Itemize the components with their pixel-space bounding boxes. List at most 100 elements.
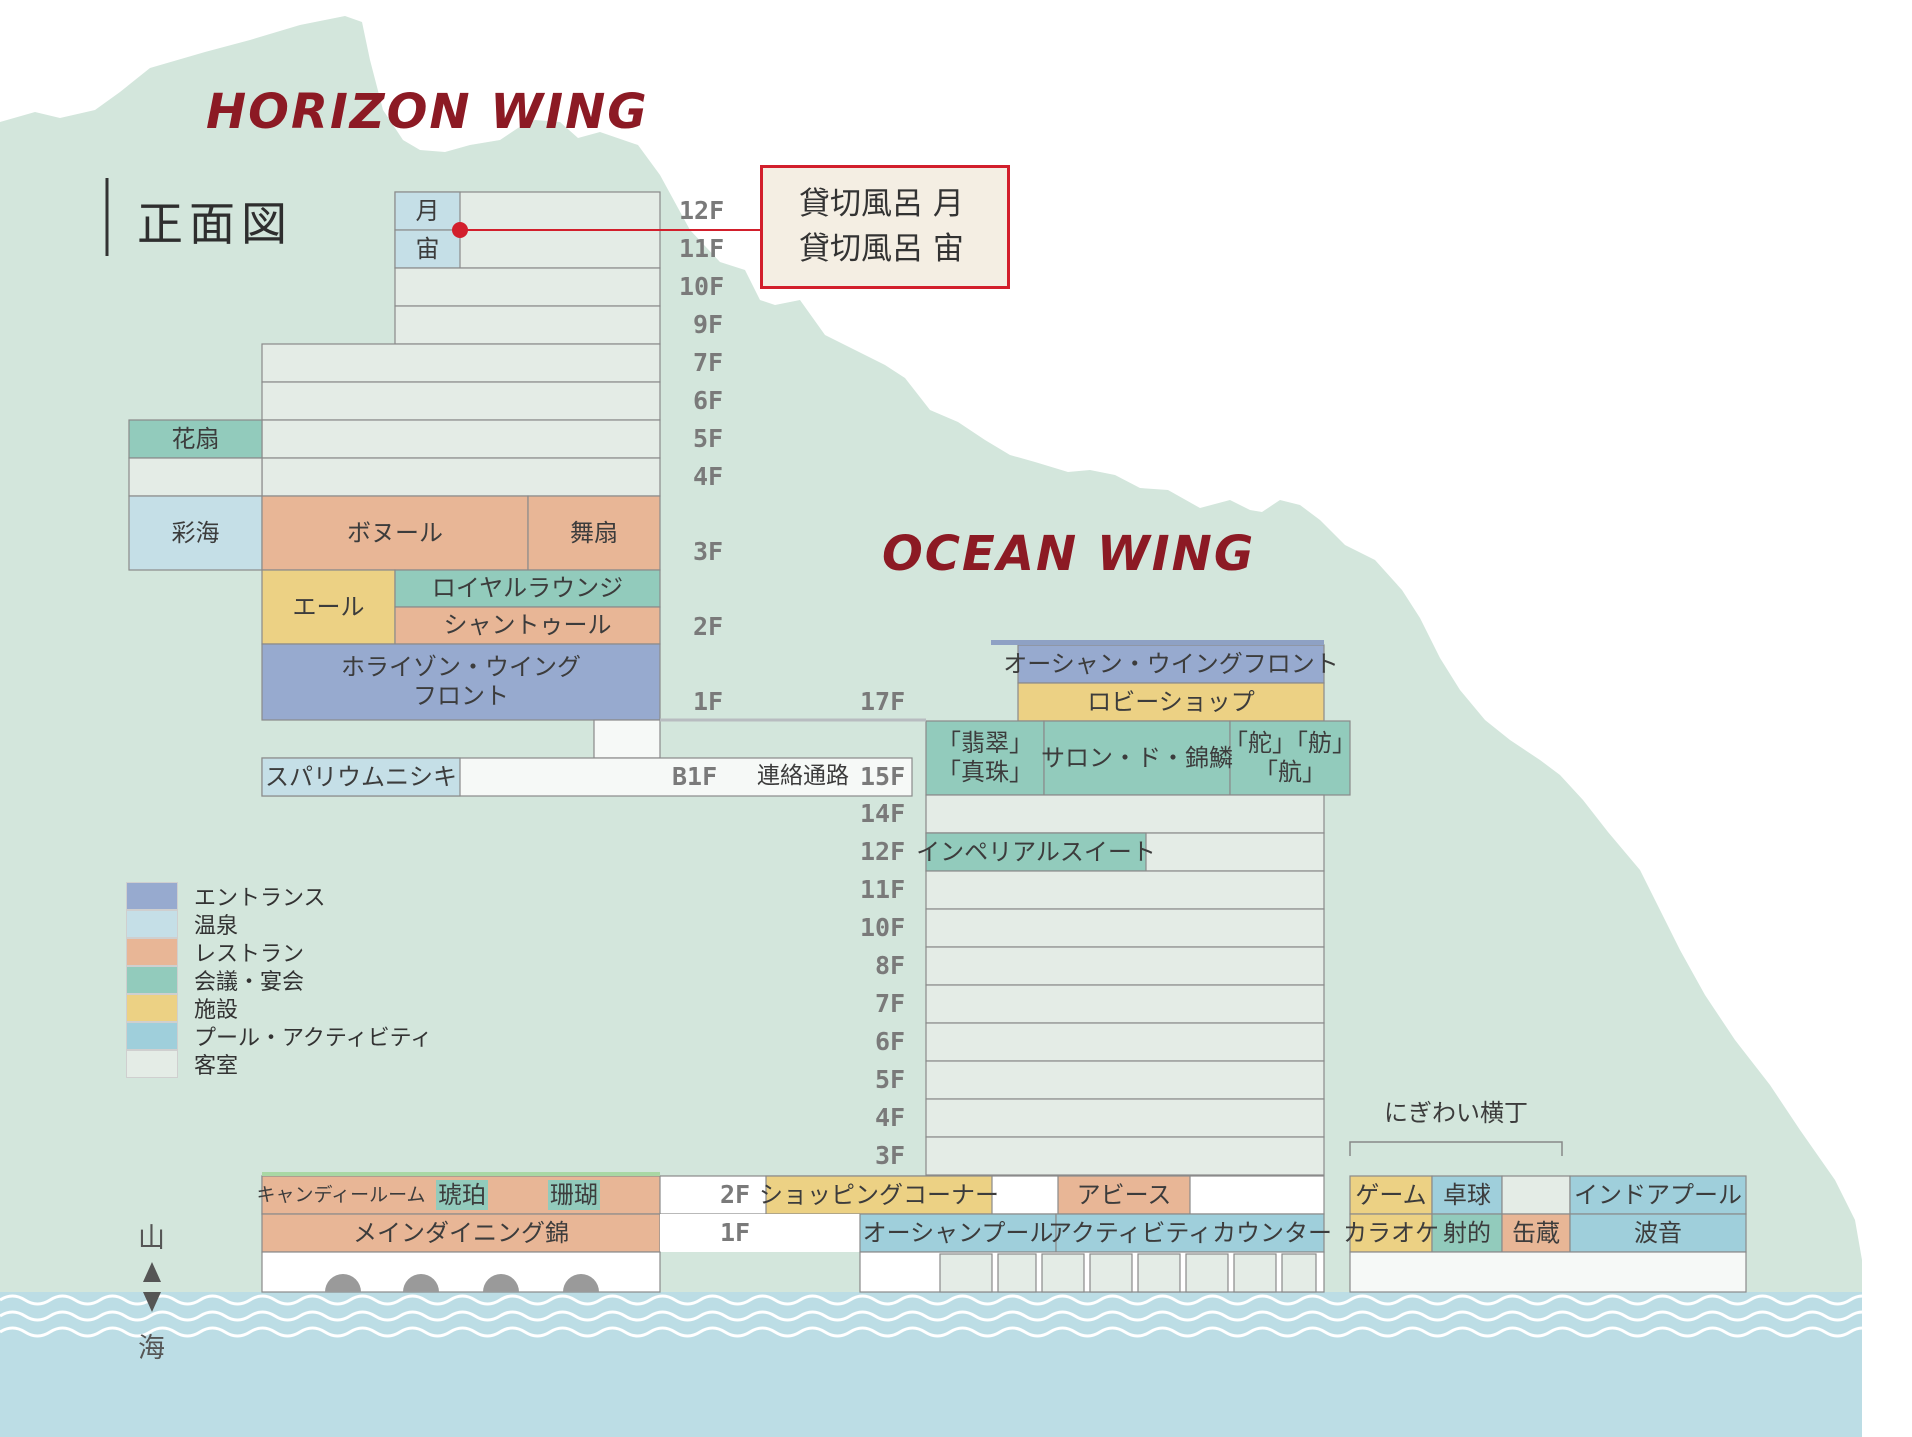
room-royal-lounge-cell bbox=[394, 569, 661, 608]
room-maiougi-cell bbox=[527, 495, 661, 571]
room-imperial-label: インペリアルスイート bbox=[916, 837, 1156, 866]
wave-line-1 bbox=[0, 1294, 1876, 1306]
legend-label-facility: 施設 bbox=[194, 998, 239, 1023]
horizon-floor-12f: 12F bbox=[679, 196, 725, 225]
pool-pillars bbox=[939, 1253, 1317, 1293]
legend-label-room: 客室 bbox=[194, 1054, 239, 1079]
ocean-floor-14f: 14F bbox=[860, 799, 906, 828]
room-lobby-shop-label: ロビーショップ bbox=[1087, 687, 1255, 716]
horizon-wing-title: HORIZON WING bbox=[206, 84, 649, 140]
hisui-line-1: 「翡翠」 bbox=[937, 729, 1033, 758]
legend-swatch-meeting bbox=[126, 966, 178, 994]
nigiwai-label: にぎわい横丁 bbox=[1384, 1098, 1528, 1127]
page-title: 正面図 bbox=[137, 197, 293, 251]
room-activity-label: アクティビティカウンター bbox=[1048, 1218, 1332, 1247]
legend-item-entrance: エントランス bbox=[126, 880, 326, 912]
room-candy-label: キャンディールーム bbox=[256, 1183, 426, 1206]
legend-item-meeting: 会議・宴会 bbox=[126, 964, 304, 996]
horizon-5f bbox=[261, 419, 661, 459]
room-maiougi-label: 舞扇 bbox=[570, 518, 618, 547]
room-bonnoor-label: ボヌール bbox=[347, 518, 443, 547]
room-karaoke-cell bbox=[1349, 1213, 1433, 1253]
horizon-floor-4f: 4F bbox=[693, 462, 724, 491]
horizon-floor-3f: 3F bbox=[693, 537, 724, 566]
horizon-floor-11f: 11F bbox=[679, 234, 725, 263]
room-saikai-cell bbox=[128, 495, 263, 571]
ocean-4f bbox=[925, 1098, 1325, 1138]
horizon-floor-5f: 5F bbox=[693, 424, 724, 453]
wave-line-3 bbox=[0, 1326, 1876, 1338]
room-activity-cell bbox=[1055, 1213, 1325, 1253]
room-ale-cell bbox=[261, 569, 396, 645]
legend-item-restaurant: レストラン bbox=[126, 936, 304, 968]
base-1f-white bbox=[660, 1214, 860, 1252]
horizon-floor-9f: 9F bbox=[693, 310, 724, 339]
room-game-cell bbox=[1349, 1175, 1433, 1215]
base-floor-2f: 2F bbox=[720, 1180, 751, 1209]
legend-swatch-entrance bbox=[126, 882, 178, 910]
sea-area bbox=[0, 1292, 1862, 1437]
legend-label-restaurant: レストラン bbox=[194, 942, 305, 967]
ocean-floor-5f: 5F bbox=[875, 1065, 906, 1094]
ocean-floor-8f: 8F bbox=[875, 951, 906, 980]
room-sora-label: 宙 bbox=[415, 234, 440, 263]
room-chantour-label: シャントゥール bbox=[443, 611, 612, 640]
connector-label: 連絡通路 bbox=[757, 763, 849, 790]
legend-swatch-onsen bbox=[126, 910, 178, 938]
room-lobby-shop-cell bbox=[1017, 682, 1325, 722]
horizon-floor-2f: 2F bbox=[693, 612, 724, 641]
legend-label-onsen: 温泉 bbox=[194, 914, 239, 939]
ocean-floor-6f: 6F bbox=[875, 1027, 906, 1056]
room-pingpong-label: 卓球 bbox=[1443, 1180, 1491, 1209]
arches bbox=[325, 1274, 599, 1292]
horizon-floor-6f: 6F bbox=[693, 386, 724, 415]
room-royal-lounge-label: ロイヤルラウンジ bbox=[431, 574, 624, 603]
legend-swatch-room bbox=[126, 1050, 178, 1078]
legend-item-room: 客室 bbox=[126, 1048, 238, 1080]
room-sango-label: 珊瑚 bbox=[550, 1180, 598, 1209]
room-salon-label: サロン・ド・錦鱗 bbox=[1041, 743, 1233, 772]
horizon-floor-b1f: B1F bbox=[672, 762, 718, 791]
private-bath-callout: 貸切風呂 月 貸切風呂 宙 bbox=[760, 165, 1010, 289]
room-salon-cell bbox=[1043, 720, 1231, 796]
room-bonnoor-cell bbox=[261, 495, 529, 571]
room-naminone-label: 波音 bbox=[1634, 1218, 1682, 1247]
ocean-7f bbox=[925, 984, 1325, 1024]
ocean-8f bbox=[925, 946, 1325, 986]
room-indoor-pool-cell bbox=[1569, 1175, 1747, 1215]
legend-swatch-facility bbox=[126, 994, 178, 1022]
horizon-basement bbox=[261, 1251, 661, 1293]
room-hisui-label: 「翡翠」 「真珠」 bbox=[926, 721, 1044, 795]
legend-swatch-restaurant bbox=[126, 938, 178, 966]
horizon-7f bbox=[261, 343, 661, 383]
room-saikai-label: 彩海 bbox=[171, 518, 220, 547]
horizon-front-line-2: フロント bbox=[413, 682, 509, 710]
room-game-label: ゲーム bbox=[1355, 1180, 1427, 1209]
nigiwai-basement bbox=[1349, 1251, 1747, 1293]
room-kanzou-label: 缶蔵 bbox=[1512, 1218, 1560, 1247]
room-ougi-label: 花扇 bbox=[171, 424, 220, 453]
down-arrow-icon bbox=[143, 1292, 161, 1312]
callout-line-1: 貸切風呂 月 bbox=[799, 186, 964, 223]
horizon-9f bbox=[394, 305, 661, 345]
room-karaoke-label: カラオケ bbox=[1343, 1218, 1439, 1247]
room-tsuki-cell bbox=[394, 191, 461, 231]
ocean-roof-strip bbox=[991, 640, 1324, 645]
ocean-wing-title: OCEAN WING bbox=[882, 526, 1256, 582]
room-sango-cell bbox=[548, 1180, 600, 1210]
callout-dot bbox=[452, 222, 468, 238]
legend-label-entrance: エントランス bbox=[194, 886, 326, 911]
horizon-floor-10f: 10F bbox=[679, 272, 725, 301]
nigiwai-blank bbox=[1501, 1175, 1571, 1215]
horizon-floor-1f: 1F bbox=[693, 687, 724, 716]
room-hisui-cell bbox=[925, 720, 1045, 796]
ocean-floor-4f: 4F bbox=[875, 1103, 906, 1132]
ocean-floor-15f: 15F bbox=[860, 762, 906, 791]
room-indoor-pool-label: インドアプール bbox=[1574, 1180, 1742, 1209]
legend-label-pool: プール・アクティビティ bbox=[194, 1026, 433, 1051]
room-ocean-pool-label: オーシャンプール bbox=[862, 1218, 1054, 1247]
wave-line-2 bbox=[0, 1310, 1876, 1322]
room-ougi-cell bbox=[128, 419, 263, 459]
legend-item-facility: 施設 bbox=[126, 992, 238, 1024]
